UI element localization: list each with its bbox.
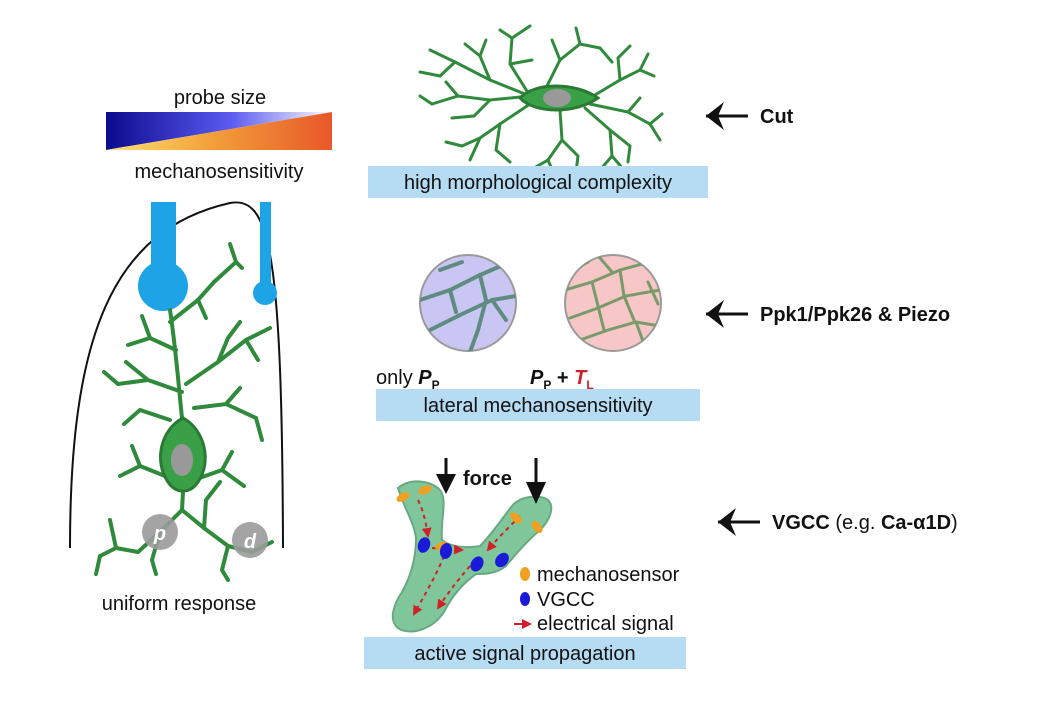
left-zoom-circle	[419, 254, 517, 352]
complex-neuron-arbor	[418, 24, 664, 176]
morphology-panel: high morphological complexity Cut	[368, 24, 794, 198]
left-circle-dendrites	[420, 260, 516, 351]
complex-neuron-nucleus	[543, 89, 571, 107]
proximal-marker	[142, 514, 178, 550]
small-probe-shaft	[260, 202, 271, 292]
only-pp-label: only PP	[376, 367, 440, 392]
gradient-legend: probe size mechanosensitivity	[106, 87, 332, 183]
proximal-label: p	[153, 523, 166, 545]
mechanosensitivity-label: mechanosensitivity	[135, 161, 304, 183]
propagation-label: active signal propagation	[414, 643, 635, 665]
large-probe-tip	[138, 261, 188, 311]
blue-ellipse-icon	[520, 592, 530, 606]
uniform-response-caption: uniform response	[102, 593, 257, 615]
morphology-label-box	[368, 166, 708, 198]
right-circle-dendrites	[565, 256, 661, 346]
morphology-label: high morphological complexity	[404, 172, 672, 194]
force-label: force	[463, 468, 512, 490]
lateral-label-box	[376, 389, 700, 421]
ppk-piezo-factor-label: Ppk1/Ppk26 & Piezo	[760, 304, 950, 326]
ppk-arrow	[706, 300, 748, 328]
neuron-illustration: p d uniform response	[69, 201, 284, 615]
pp-plus-tl-label: PP + TL	[530, 367, 594, 392]
small-probe-tip	[253, 281, 277, 305]
propagation-label-box	[364, 637, 686, 669]
propagation-panel: force mechanosensor VGCC electrical sign…	[364, 458, 958, 669]
cut-arrow	[706, 102, 748, 130]
neuron-nucleus	[171, 444, 193, 476]
distal-marker	[232, 522, 268, 558]
orange-ellipse-icon	[520, 567, 530, 581]
mechanosensitivity-wedge	[106, 112, 332, 150]
distal-label: d	[244, 531, 257, 553]
vgcc-arrow	[718, 508, 760, 536]
legend-electrical-signal: electrical signal	[537, 613, 674, 635]
legend-mechanosensor: mechanosensor	[537, 564, 680, 586]
lateral-panel: only PP PP + TL lateral mechanosensitivi…	[376, 254, 950, 421]
signal-paths	[413, 499, 521, 616]
probe-size-label: probe size	[174, 87, 266, 109]
force-arrows	[436, 458, 546, 504]
larval-segment-outline	[69, 201, 284, 549]
propagation-legend: mechanosensor VGCC electrical signal	[514, 564, 680, 635]
cut-factor-label: Cut	[760, 106, 794, 128]
vgcc-channels	[417, 537, 509, 572]
lateral-label: lateral mechanosensitivity	[424, 395, 653, 417]
legend-vgcc: VGCC	[537, 589, 595, 611]
vgcc-factor-label: VGCC (e.g. Ca-α1D)	[772, 512, 958, 534]
